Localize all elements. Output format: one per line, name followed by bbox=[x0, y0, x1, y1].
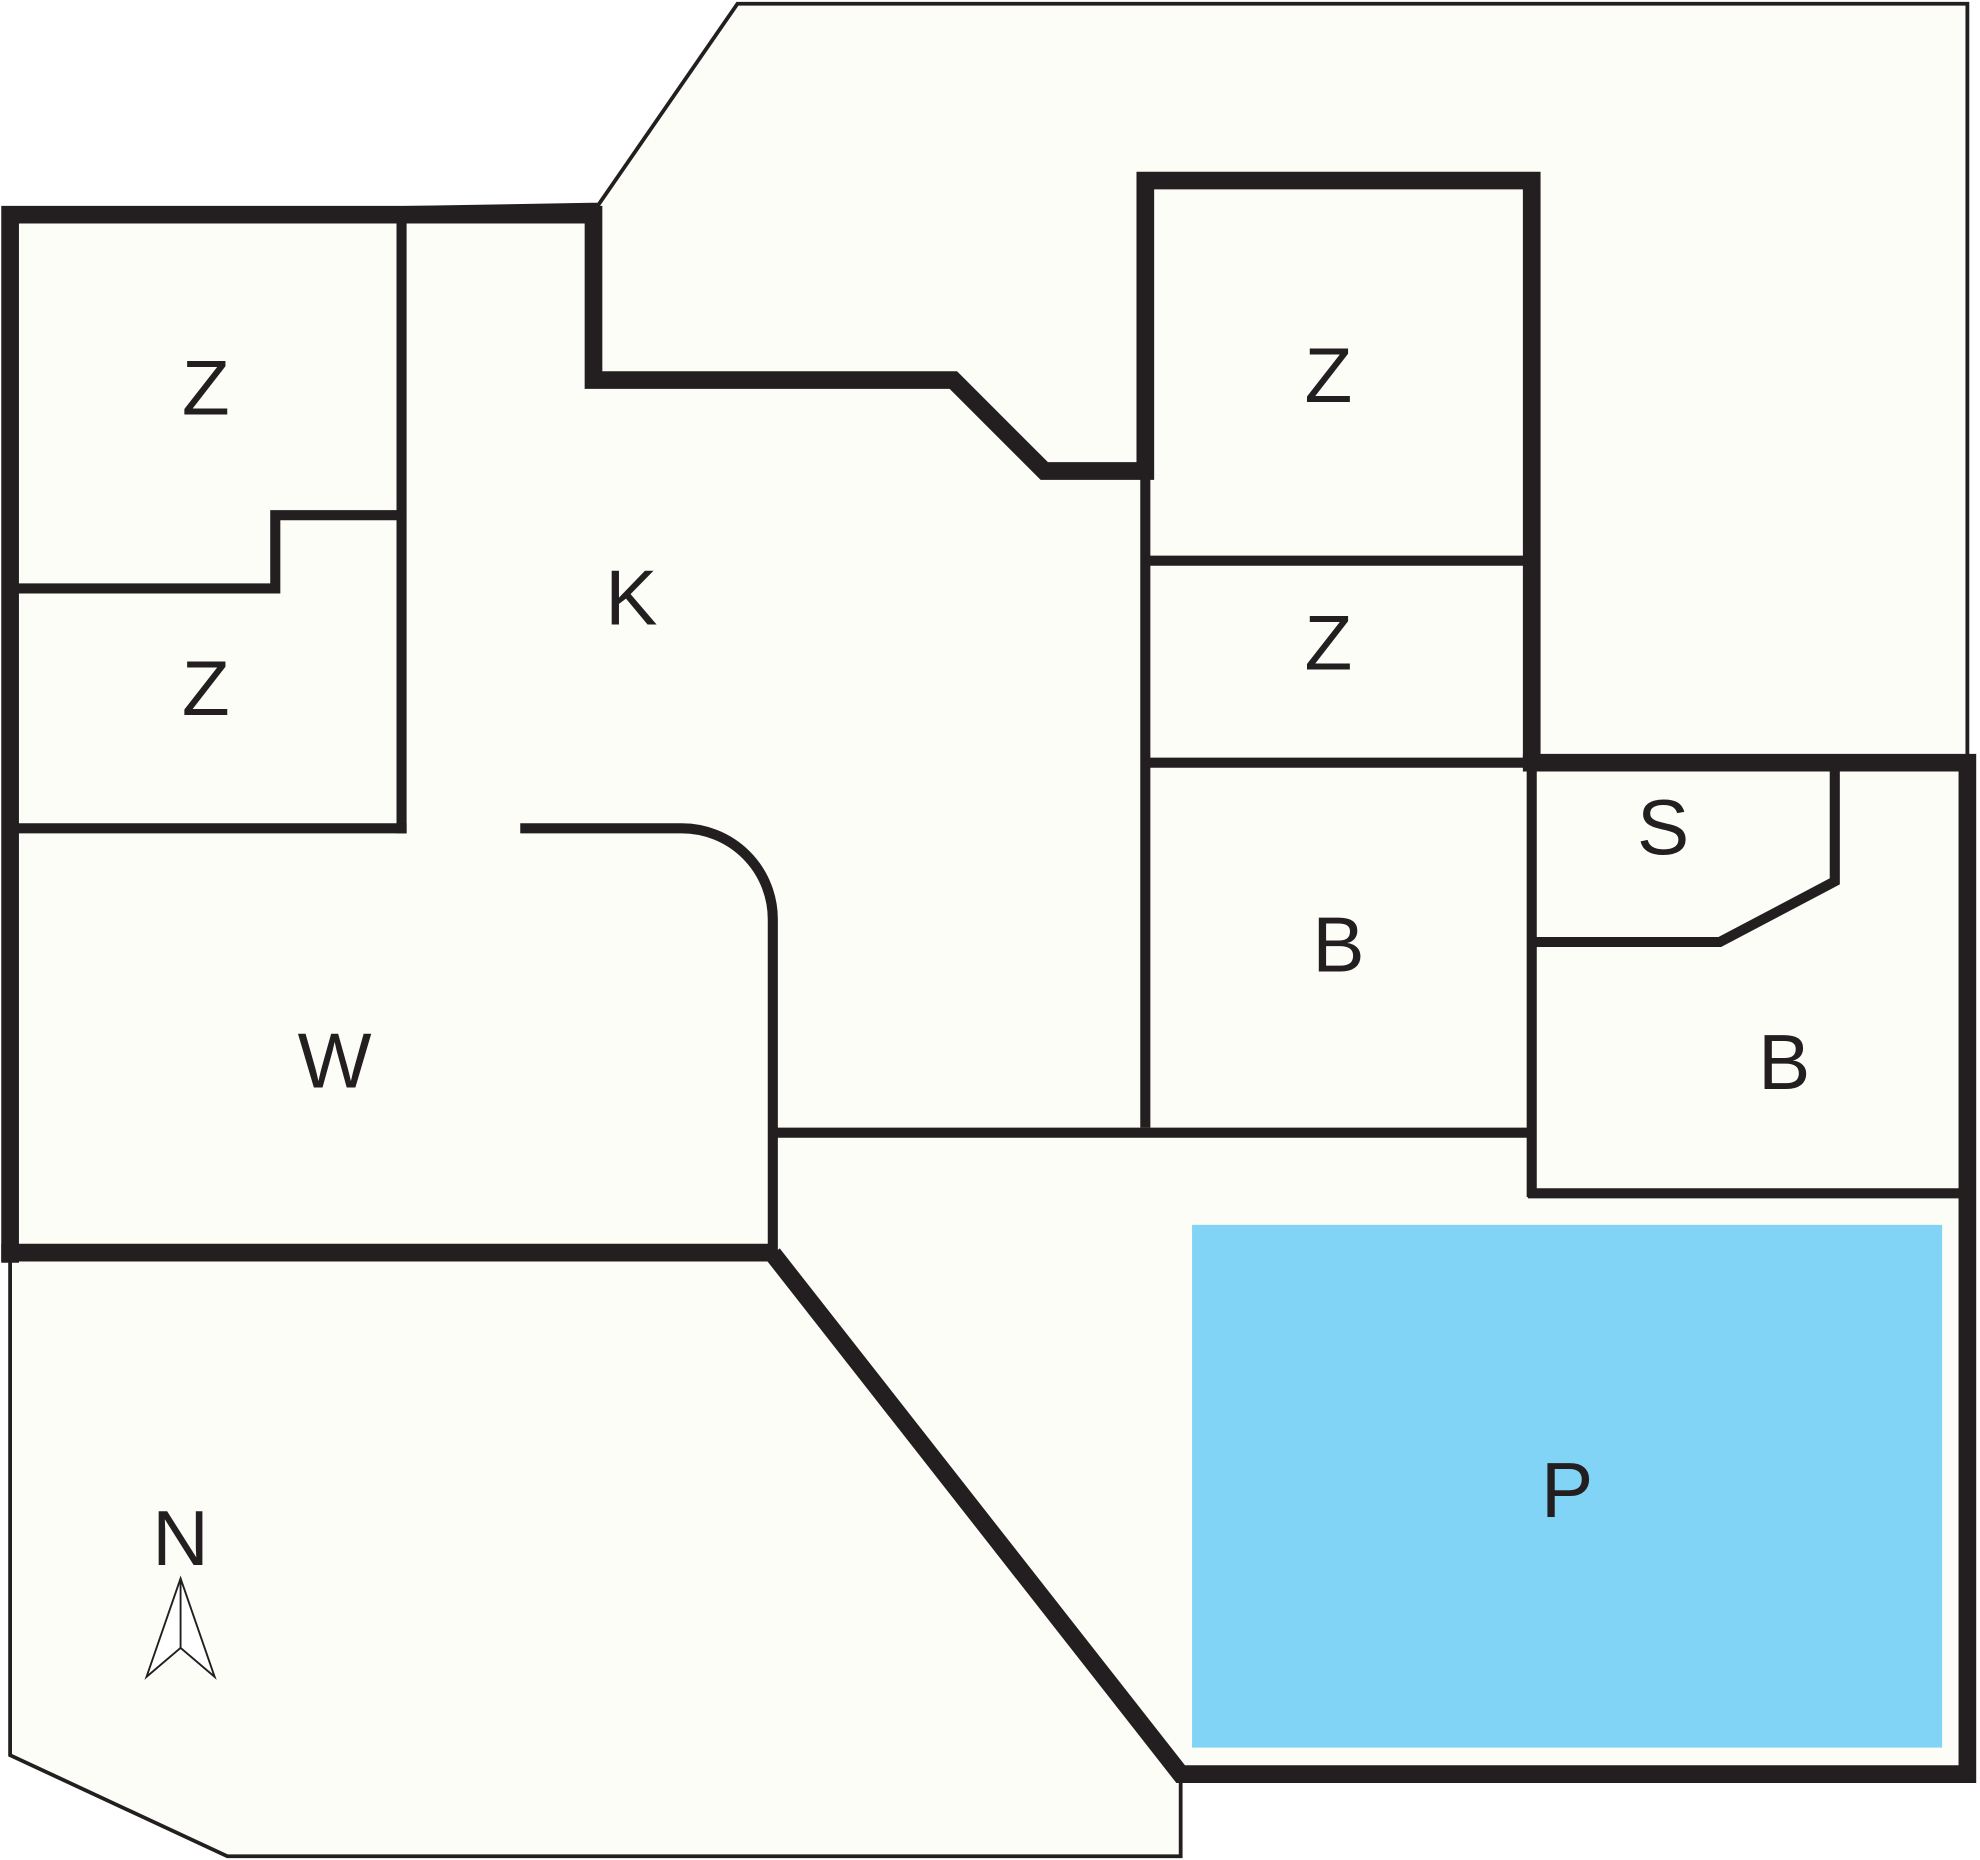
exterior-wall-east bbox=[765, 753, 1977, 1783]
interior-wall bbox=[10, 510, 402, 594]
room-label-storage: S bbox=[1637, 783, 1689, 871]
room-label-bath2: B bbox=[1758, 1018, 1810, 1106]
room-label-z3: Z bbox=[1305, 331, 1353, 419]
interior-wall bbox=[1531, 762, 1840, 948]
room-label-bath1: B bbox=[1312, 901, 1364, 989]
exterior-wall-main bbox=[1, 171, 1541, 1263]
interior-wall-curved bbox=[520, 823, 778, 1254]
north-arrow-icon: N bbox=[144, 1494, 217, 1680]
room-label-z2: Z bbox=[182, 644, 230, 732]
room-label-z4: Z bbox=[1305, 599, 1353, 687]
pool bbox=[1192, 1224, 1943, 1748]
room-label-living: W bbox=[298, 1017, 372, 1105]
room-label-kitchen: K bbox=[605, 553, 657, 641]
room-label-pool: P bbox=[1541, 1446, 1593, 1534]
compass-label: N bbox=[152, 1494, 209, 1582]
room-label-z1: Z bbox=[182, 344, 230, 432]
